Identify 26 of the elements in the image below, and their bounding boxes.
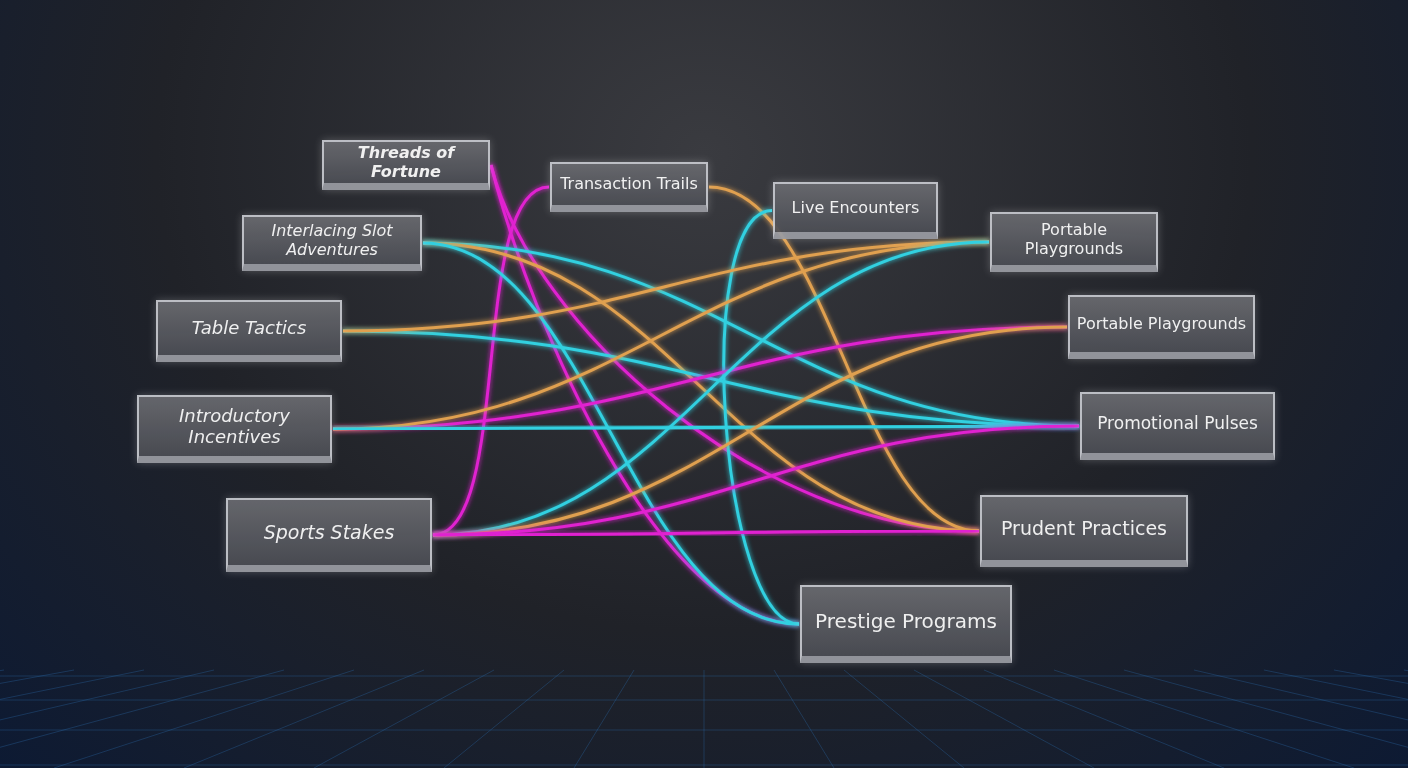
label-box bbox=[137, 395, 332, 463]
box-label: Interlacing Slot Adventures bbox=[270, 222, 394, 259]
box-label: Prudent Practices bbox=[999, 517, 1168, 540]
box-label: Portable Playgrounds bbox=[1075, 315, 1248, 334]
label-box bbox=[226, 498, 432, 572]
box-label: Threads of Fortune bbox=[356, 144, 457, 181]
thread-connector bbox=[432, 424, 1080, 537]
label-box bbox=[980, 495, 1188, 567]
box-label: Transaction Trails bbox=[559, 175, 699, 194]
thread-connector bbox=[722, 209, 800, 626]
label-box bbox=[156, 300, 342, 362]
box-label: Prestige Programs bbox=[814, 610, 998, 633]
label-box bbox=[1068, 295, 1255, 359]
label-box bbox=[1080, 392, 1275, 460]
box-label: Sports Stakes bbox=[262, 521, 396, 544]
label-box bbox=[242, 215, 422, 271]
box-label: Introductory Incentives bbox=[177, 405, 291, 448]
label-box bbox=[322, 140, 490, 190]
box-label: Live Encounters bbox=[790, 198, 921, 218]
box-label: Table Tactics bbox=[190, 318, 308, 339]
box-label: Portable Playgrounds bbox=[1023, 221, 1125, 258]
label-box bbox=[990, 212, 1158, 272]
label-box bbox=[550, 162, 708, 212]
label-box bbox=[773, 182, 938, 239]
label-box bbox=[800, 585, 1012, 663]
box-label: Promotional Pulses bbox=[1096, 413, 1259, 434]
